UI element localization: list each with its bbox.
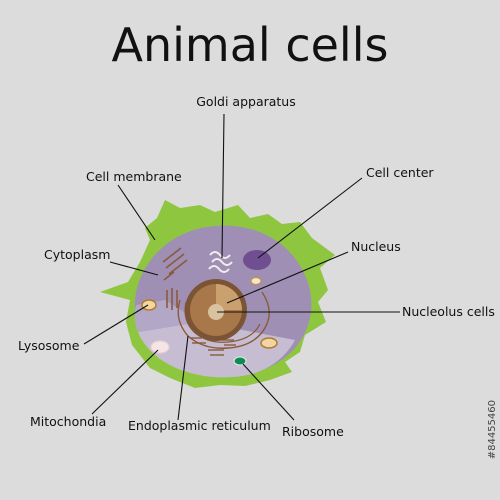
label-endoplasmic-reticulum: Endoplasmic reticulum <box>128 418 271 433</box>
er-stack-upper <box>162 247 188 281</box>
vesicle-right-shape <box>260 337 278 349</box>
vesicle-shape <box>250 276 262 286</box>
er-stack-middle <box>166 288 178 310</box>
lysosome-leader <box>83 304 149 345</box>
label-cytoplasm: Cytoplasm <box>44 247 110 262</box>
nucleolus-shape <box>208 304 224 320</box>
cell-center-leader <box>257 177 363 259</box>
endoplasmic-reticulum-inner <box>184 301 261 343</box>
label-nucleus: Nucleus <box>351 239 401 254</box>
mitochondria-shape <box>150 340 170 354</box>
label-lysosome: Lysosome <box>18 338 80 353</box>
lysosome-shape <box>141 299 157 311</box>
er-stack-lower <box>190 337 236 356</box>
ribosome-shape <box>233 356 247 366</box>
label-mitochondia: Mitochondia <box>30 414 106 429</box>
cell-center-shape <box>243 250 271 270</box>
label-cell-membrane: Cell membrane <box>86 169 182 184</box>
label-cell-center: Cell center <box>366 165 434 180</box>
cytoplasm-leader <box>109 261 159 276</box>
nucleus-leader <box>226 251 349 304</box>
page-title: Animal cells <box>111 18 389 72</box>
stock-id-watermark: #84455460 <box>487 400 498 460</box>
label-nucleolus-cells: Nucleolus cells <box>402 304 495 319</box>
golgi-leader <box>221 113 225 259</box>
golgi-apparatus-shape <box>208 251 233 273</box>
endoplasmic-reticulum-shape <box>177 291 270 349</box>
er-leader <box>177 335 189 421</box>
cell-membrane-leader <box>117 184 156 241</box>
label-golgi-apparatus: Goldi apparatus <box>196 94 296 109</box>
nucleus-highlight <box>216 284 242 310</box>
label-ribosome: Ribosome <box>282 424 344 439</box>
mitochondia-leader <box>91 349 159 415</box>
ribosome-leader <box>242 363 295 421</box>
